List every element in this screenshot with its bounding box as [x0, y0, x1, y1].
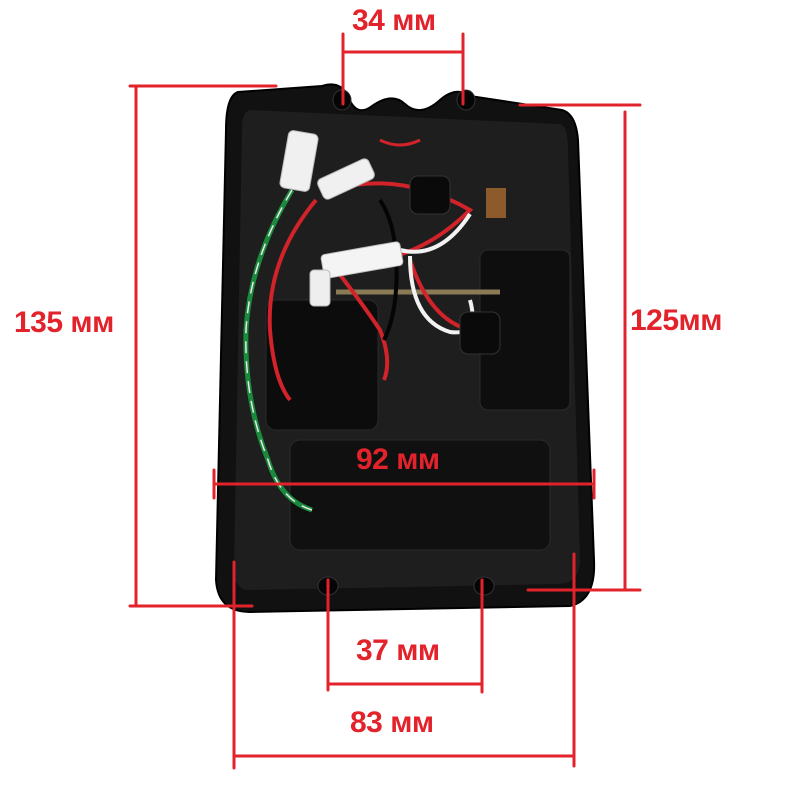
- dimension-label-37: 37 мм: [356, 634, 440, 667]
- black-sleeve: [459, 311, 501, 355]
- dimension-label-83: 83 мм: [350, 706, 434, 739]
- dimension-lines: [128, 32, 642, 770]
- red-wire-5: [379, 138, 421, 147]
- black-wire: [378, 198, 399, 341]
- capacitor-block: [265, 299, 379, 431]
- red-wire-3: [328, 260, 390, 381]
- connector-top: [279, 130, 319, 192]
- dimension-label-125: 125мм: [630, 304, 722, 337]
- connector-mid: [317, 158, 375, 200]
- top-mount-hole-right: [456, 89, 476, 111]
- red-wire-1: [267, 198, 318, 402]
- dimension-label-34: 34 мм: [352, 4, 436, 37]
- dimension-label-92: 92 мм: [356, 443, 440, 476]
- dimension-label-135: 135 мм: [14, 306, 114, 339]
- connector-white-block: [320, 241, 404, 279]
- bottom-mount-hole-right: [473, 576, 495, 596]
- brass-terminal: [486, 188, 506, 218]
- black-heatshrink: [409, 175, 451, 215]
- connector-low: [309, 269, 331, 307]
